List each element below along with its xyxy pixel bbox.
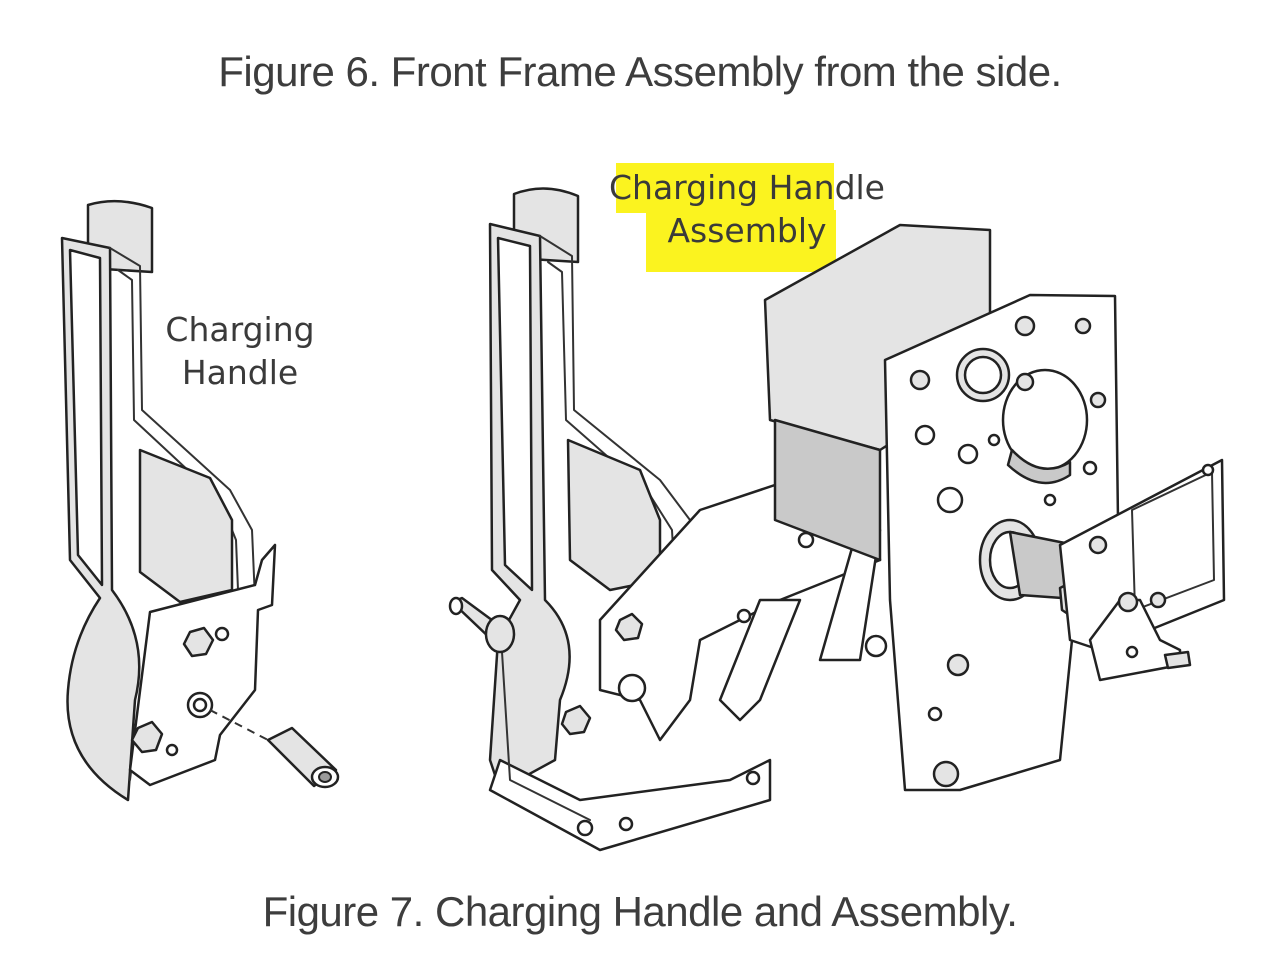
bolt-head: [130, 720, 164, 754]
label-highlight: [646, 210, 836, 272]
label-highlight: [616, 163, 834, 213]
charging-handle-label: Charging Handle: [155, 308, 325, 394]
assembly-drawing-group: [448, 187, 1226, 852]
charging-handle-drawing: [60, 199, 340, 802]
label-line: Charging: [165, 310, 315, 349]
handle-arm-face: [68, 248, 104, 587]
label-line: Charging Handle: [608, 168, 885, 207]
label-line: Handle: [181, 353, 299, 392]
charging-handle-assembly-label: Charging Handle Assembly: [592, 166, 902, 252]
assembly-base: [488, 758, 772, 852]
bracket-plate: [1058, 458, 1226, 652]
figure-7-caption: Figure 7. Charging Handle and Assembly.: [262, 888, 1018, 935]
bolt-head: [182, 626, 215, 658]
handle-side-plate: [128, 543, 277, 787]
link-arm: [718, 598, 802, 722]
figure-6-caption: Figure 6. Front Frame Assembly from the …: [218, 48, 1062, 95]
handle-window: [138, 448, 234, 604]
label-line: Assembly: [667, 211, 827, 250]
